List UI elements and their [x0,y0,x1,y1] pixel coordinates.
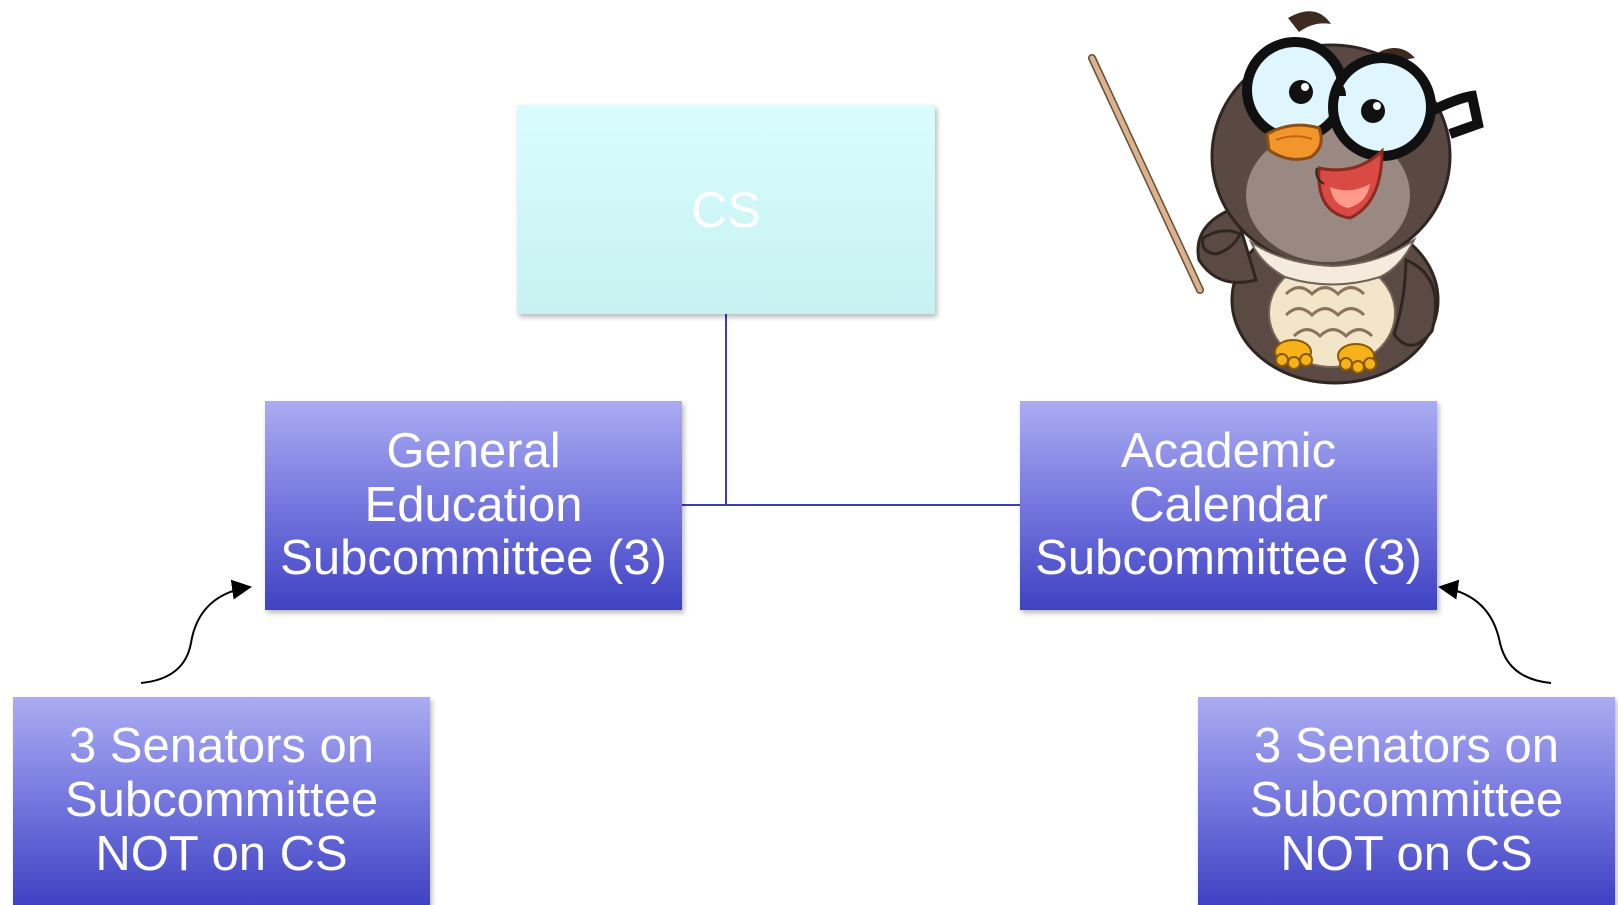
pointer-stick-icon [1088,54,1204,294]
right-senators-note-box: 3 Senators on Subcommittee NOT on CS [1198,697,1615,905]
owl-mouth-icon [1315,147,1384,220]
arrow-left-note-to-gened [140,579,252,684]
cs-box: CS [517,105,935,314]
owl-feet-icon [1274,339,1377,374]
general-education-subcommittee-box: General Education Subcommittee (3) [265,401,682,610]
cs-label: CS [691,181,761,238]
arrow-right-note-to-acal [1438,579,1552,684]
left-senators-note-box: 3 Senators on Subcommittee NOT on CS [13,697,430,905]
right-senators-note-label: 3 Senators on Subcommittee NOT on CS [1249,719,1564,881]
general-education-subcommittee-label: General Education Subcommittee (3) [280,423,667,586]
academic-calendar-subcommittee-label: Academic Calendar Subcommittee (3) [1035,423,1422,586]
owl-wings-icon [1196,206,1438,347]
left-senators-note-label: 3 Senators on Subcommittee NOT on CS [64,719,379,881]
academic-calendar-subcommittee-box: Academic Calendar Subcommittee (3) [1020,401,1437,610]
owl-teacher-icon [1088,11,1484,385]
owl-glasses-icon [1242,37,1484,161]
owl-beak-icon [1265,123,1323,161]
